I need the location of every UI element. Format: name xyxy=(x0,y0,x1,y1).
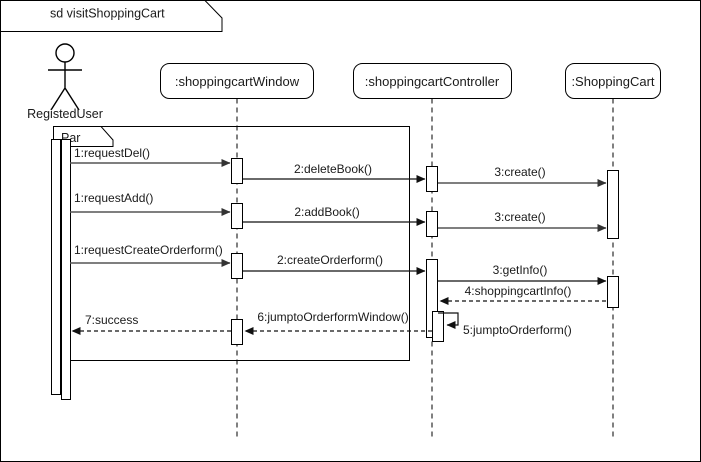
message-2-addbook: 2:addBook() xyxy=(243,205,426,226)
message-3-create-1-label: 3:create() xyxy=(494,165,545,179)
message-6-jumptoorderformwindow: 6:jumptoOrderformWindow() xyxy=(244,310,432,335)
activation-window-1 xyxy=(231,158,243,184)
message-6-jumptoorderformwindow-label: 6:jumptoOrderformWindow() xyxy=(257,310,408,324)
message-2-deletebook: 2:deleteBook() xyxy=(243,162,426,183)
message-1-requestdel: 1:requestDel() xyxy=(70,146,231,167)
message-1-requestcreateorderform-label: 1:requestCreateOrderform() xyxy=(74,243,223,257)
message-3-getinfo: 3:getInfo() xyxy=(438,263,607,285)
lifeline-cart[interactable]: :ShoppingCart xyxy=(565,63,661,441)
actor-registeduser: RegistedUser xyxy=(27,43,103,121)
message-2-deletebook-label: 2:deleteBook() xyxy=(294,162,372,176)
message-3-create-2-label: 3:create() xyxy=(494,210,545,224)
message-1-requestcreateorderform: 1:requestCreateOrderform() xyxy=(70,243,231,267)
activation-cart-1 xyxy=(607,170,619,239)
lifeline-window-label: :shoppingcartWindow xyxy=(175,74,300,89)
message-2-createorderform-label: 2:createOrderform() xyxy=(277,253,383,267)
activation-window-2 xyxy=(231,203,243,229)
message-1-requestadd: 1:requestAdd() xyxy=(70,191,231,216)
message-1-requestdel-label: 1:requestDel() xyxy=(74,146,150,160)
activation-actor-outer xyxy=(51,139,61,395)
message-2-addbook-label: 2:addBook() xyxy=(294,205,359,219)
message-3-create-2: 3:create() xyxy=(438,210,607,232)
message-4-shoppingcartinfo: 4:shoppingcartInfo() xyxy=(439,284,606,305)
message-1-requestadd-label: 1:requestAdd() xyxy=(74,191,153,205)
lifeline-cart-label: :ShoppingCart xyxy=(571,74,654,89)
message-3-create-1: 3:create() xyxy=(438,165,607,187)
message-2-createorderform: 2:createOrderform() xyxy=(243,253,426,275)
activation-window-4 xyxy=(231,319,243,345)
frame-title-label: sd visitShoppingCart xyxy=(50,7,165,21)
lifeline-window[interactable]: :shoppingcartWindow xyxy=(160,63,314,441)
message-7-success: 7:success xyxy=(71,313,231,335)
message-4-shoppingcartinfo-label: 4:shoppingcartInfo() xyxy=(465,284,572,298)
actor-label: RegistedUser xyxy=(27,107,103,121)
message-5-jumptoorderform-label: 5:jumptoOrderform() xyxy=(463,323,572,337)
actor-body-icon xyxy=(48,62,82,111)
frame-title-tab xyxy=(0,0,223,32)
message-5-jumptoorderform: 5:jumptoOrderform() xyxy=(438,312,572,337)
lifeline-controller-label: :shoppingcartController xyxy=(365,74,500,89)
lifeline-controller[interactable]: :shoppingcartController xyxy=(353,63,512,441)
message-3-getinfo-label: 3:getInfo() xyxy=(493,263,548,277)
activation-controller-2 xyxy=(426,211,438,237)
activation-window-3 xyxy=(231,253,243,279)
activation-cart-2 xyxy=(607,276,619,308)
activation-actor-inner xyxy=(61,139,71,400)
message-5-jumptoorderform-loop xyxy=(438,312,459,329)
activation-controller-1 xyxy=(426,166,438,192)
activation-controller-self xyxy=(432,311,444,342)
message-7-success-label: 7:success xyxy=(85,313,138,327)
